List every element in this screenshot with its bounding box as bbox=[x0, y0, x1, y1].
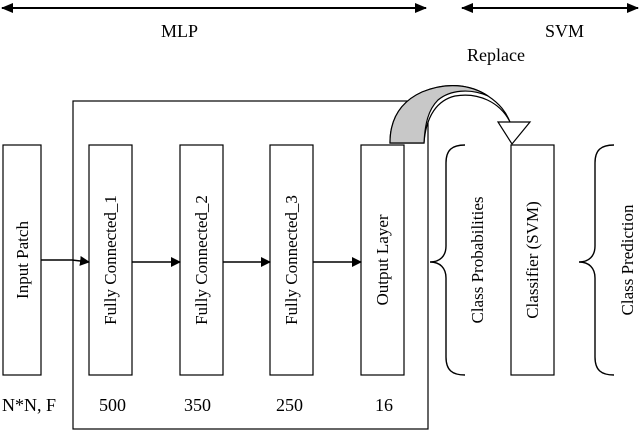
mlp-frame bbox=[72, 100, 429, 430]
size-fc1: 500 bbox=[99, 395, 126, 415]
fc3-label: Fully Connected_3 bbox=[282, 195, 301, 325]
mlp-label: MLP bbox=[161, 21, 198, 41]
brace-class-probabilities bbox=[429, 144, 466, 376]
class-prediction-label: Class Prediction bbox=[618, 204, 637, 315]
fc1-box bbox=[88, 144, 133, 376]
fc1-label: Fully Connected_1 bbox=[101, 195, 120, 325]
replace-label: Replace bbox=[467, 45, 525, 65]
input-patch-label: Input Patch bbox=[13, 221, 32, 299]
arrow-input-to-fc1 bbox=[41, 255, 90, 266]
replace-arrow-shade bbox=[389, 85, 489, 144]
size-input: N*N, F bbox=[2, 395, 56, 415]
svm-label: SVM bbox=[545, 21, 584, 41]
output-layer-box bbox=[360, 144, 405, 376]
class-probabilities-label: Class Probabilities bbox=[468, 196, 487, 323]
fc2-label: Fully Connected_2 bbox=[192, 195, 211, 325]
fc2-box bbox=[179, 144, 224, 376]
classifier-svm-label: Classifier (SVM) bbox=[523, 201, 542, 319]
brace-class-prediction bbox=[578, 144, 615, 376]
output-layer-label: Output Layer bbox=[373, 214, 392, 305]
classifier-svm-box bbox=[510, 144, 555, 376]
size-fc2: 350 bbox=[184, 395, 211, 415]
size-fc3: 250 bbox=[276, 395, 303, 415]
size-output: 16 bbox=[375, 395, 393, 415]
